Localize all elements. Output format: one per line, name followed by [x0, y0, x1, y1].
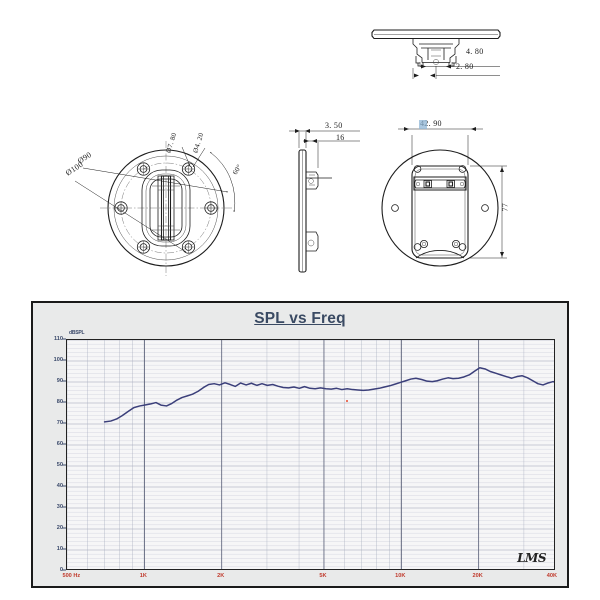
spl-response-curve [103, 366, 554, 423]
side-view-geometry [298, 149, 332, 273]
rear-view-dimensions [398, 127, 507, 259]
y-tick-mark [62, 443, 66, 445]
y-tick-label: 70 [56, 420, 63, 426]
x-tick-label: 500 Hz [62, 573, 81, 579]
y-tick-mark [62, 338, 66, 340]
y-tick-mark [62, 485, 66, 487]
y-tick-mark [62, 401, 66, 403]
dimension-4-80: 4. 80 [466, 47, 484, 56]
section-view-dimensions [412, 62, 500, 79]
spl-chart-panel: SPL vs Freq dBSPL LMS 0 10 20 30 40 50 60 70 80 9… [31, 301, 569, 588]
plot-area: LMS 0 10 20 30 40 50 60 70 80 90 100 110 500 Hz 1K 2K… [54, 336, 557, 579]
y-tick-label: 40 [56, 483, 63, 489]
highlight-artifact [419, 120, 427, 129]
drawings-svg: .ln { fill:none; stroke:#1d1d1d; stroke-… [74, 29, 507, 276]
x-tick-label: 20K [472, 573, 483, 579]
y-tick-mark [62, 527, 66, 529]
chart-title: SPL vs Freq [254, 310, 346, 327]
mechanical-drawings-area: .ln { fill:none; stroke:#1d1d1d; stroke-… [0, 0, 600, 296]
y-tick-mark [62, 548, 66, 550]
side-view-dimensions [289, 129, 360, 168]
y-tick-mark [62, 422, 66, 424]
y-tick-mark [62, 380, 66, 382]
y-tick-label: 30 [56, 504, 63, 510]
y-tick-label: 20 [56, 525, 63, 531]
plot-gridlines [67, 340, 554, 569]
y-tick-label: 80 [56, 399, 63, 405]
plot-frame: LMS [66, 339, 555, 570]
x-tick-label: 40K [546, 573, 558, 579]
section-view-geometry [371, 29, 501, 67]
y-tick-mark [62, 464, 66, 466]
y-tick-label: 100 [53, 357, 63, 363]
lms-watermark: LMS [517, 551, 546, 565]
y-tick-mark [62, 569, 66, 571]
dimension-rear-height: 77 [500, 202, 510, 212]
front-view-geometry [100, 141, 234, 276]
y-tick-label: 110 [53, 336, 63, 342]
x-tick-label: 10K [395, 573, 406, 579]
y-tick-label: 90 [56, 378, 63, 384]
x-tick-label: 1K [139, 573, 147, 579]
cursor-marker [345, 399, 349, 403]
y-tick-label: 0 [60, 567, 66, 573]
front-view-dimension-leaders [74, 146, 236, 253]
y-tick-mark [62, 506, 66, 508]
dimension-2-80: 2. 80 [456, 62, 474, 71]
y-tick-label: 60 [56, 441, 63, 447]
rear-view-geometry [381, 149, 499, 267]
dimension-depth: 16 [336, 133, 345, 142]
dimension-rear-width: 42. 90 [420, 119, 442, 128]
x-tick-label: 5K [319, 573, 327, 579]
y-axis-unit-label: dBSPL [69, 330, 85, 336]
y-tick-mark [62, 359, 66, 361]
y-tick-label: 50 [56, 462, 63, 468]
dimension-flange-thickness: 3. 50 [325, 121, 343, 130]
y-tick-label: 10 [56, 546, 63, 552]
x-tick-label: 2K [217, 573, 225, 579]
